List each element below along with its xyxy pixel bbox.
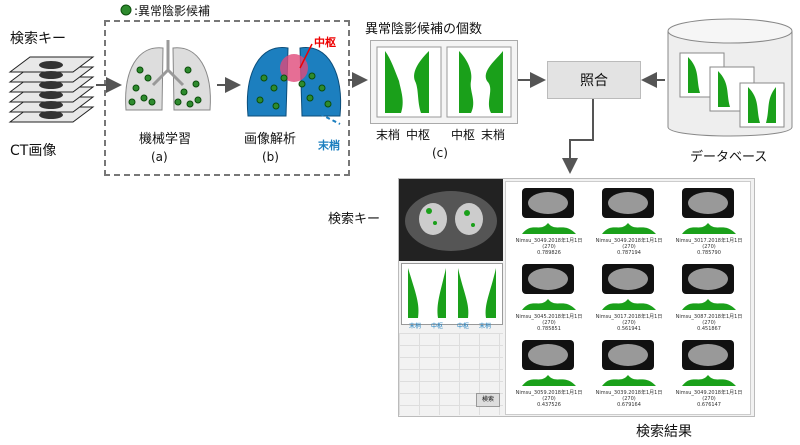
- result-histogram: [682, 223, 736, 234]
- key-histogram: [401, 263, 503, 325]
- result-id: 0.789826: [537, 250, 561, 256]
- result-item[interactable]: Nimsu_3049.2018年1月1日(270)0.789826: [514, 188, 584, 256]
- result-name: Nimsu_3049.2018年1月1日(270): [595, 238, 663, 250]
- step-c-title: 異常陰影候補の個数: [365, 22, 483, 37]
- result-histogram: [602, 375, 656, 386]
- search-button[interactable]: 検索: [476, 393, 500, 407]
- result-caption: Nimsu_3039.2018年1月1日(270)0.679164: [594, 389, 664, 408]
- result-histogram: [682, 299, 736, 310]
- result-caption: Nimsu_3045.2018年1月1日(270)0.785851: [514, 313, 584, 332]
- result-id: 0.676147: [697, 402, 721, 408]
- key-axis-2: 中枢: [431, 323, 444, 330]
- result-id: 0.437526: [537, 402, 561, 408]
- result-caption: Nimsu_3049.2018年1月1日(270)0.789826: [514, 237, 584, 256]
- result-histogram: [602, 223, 656, 234]
- result-caption: Nimsu_3059.2018年1月1日(270)0.437526: [514, 389, 584, 408]
- result-id: 0.679164: [617, 402, 641, 408]
- lungs-analysis-illustration: [246, 43, 342, 125]
- result-item[interactable]: Nimsu_3087.2018年1月1日(270)0.451867: [674, 264, 744, 332]
- result-item[interactable]: Nimsu_3017.2018年1月1日(270)0.785790: [674, 188, 744, 256]
- match-box: 照合: [547, 61, 641, 99]
- result-name: Nimsu_3045.2018年1月1日(270): [515, 314, 583, 326]
- histogram-chart: [376, 46, 512, 118]
- result-name: Nimsu_3039.2018年1月1日(270): [595, 390, 663, 402]
- database-label: データベース: [690, 150, 768, 165]
- axis-label-2: 中枢: [406, 128, 431, 142]
- result-caption: Nimsu_3049.2018年1月1日(270)0.787194: [594, 237, 664, 256]
- result-histogram: [602, 299, 656, 310]
- result-id: 0.787194: [617, 250, 641, 256]
- result-caption: Nimsu_3017.2018年1月1日(270)0.561941: [594, 313, 664, 332]
- result-id: 0.451867: [697, 326, 721, 332]
- periphery-label: 末梢: [318, 139, 340, 152]
- result-ct-image: [522, 188, 574, 218]
- result-item[interactable]: Nimsu_3039.2018年1月1日(270)0.679164: [594, 340, 664, 408]
- axis-label-3: 中枢: [451, 128, 476, 142]
- step-c-tag: (c): [432, 146, 448, 160]
- results-search-key-label: 検索キー: [328, 212, 381, 227]
- result-id: 0.785851: [537, 326, 561, 332]
- result-name: Nimsu_3059.2018年1月1日(270): [515, 390, 583, 402]
- ct-search-key-label: 検索キー: [10, 31, 66, 47]
- key-axis-1: 末梢: [409, 323, 422, 330]
- result-item[interactable]: Nimsu_3017.2018年1月1日(270)0.561941: [594, 264, 664, 332]
- result-caption: Nimsu_3049.2018年1月1日(270)0.676147: [674, 389, 744, 408]
- result-ct-image: [682, 188, 734, 218]
- key-axis-3: 中枢: [457, 323, 470, 330]
- result-caption: Nimsu_3017.2018年1月1日(270)0.785790: [674, 237, 744, 256]
- key-ct-view: [399, 179, 503, 261]
- result-ct-image: [602, 188, 654, 218]
- result-ct-image: [682, 340, 734, 370]
- process-box: [104, 20, 350, 176]
- key-ct-image: [399, 179, 503, 261]
- result-ct-image: [682, 264, 734, 294]
- step-b-tag: (b): [262, 150, 279, 164]
- result-id: 0.561941: [617, 326, 641, 332]
- result-name: Nimsu_3017.2018年1月1日(270): [595, 314, 663, 326]
- step-a-tag: (a): [151, 150, 168, 164]
- result-histogram: [522, 223, 576, 234]
- histogram-panel: [370, 40, 518, 124]
- result-item[interactable]: Nimsu_3045.2018年1月1日(270)0.785851: [514, 264, 584, 332]
- result-item[interactable]: Nimsu_3049.2018年1月1日(270)0.787194: [594, 188, 664, 256]
- step-b-label: 画像解析: [244, 132, 297, 147]
- result-name: Nimsu_3087.2018年1月1日(270): [675, 314, 743, 326]
- axis-label-1: 末梢: [376, 128, 401, 142]
- result-ct-image: [522, 264, 574, 294]
- ct-label: CT画像: [10, 143, 57, 159]
- result-ct-image: [602, 340, 654, 370]
- result-histogram: [682, 375, 736, 386]
- result-histogram: [522, 375, 576, 386]
- result-caption: Nimsu_3087.2018年1月1日(270)0.451867: [674, 313, 744, 332]
- lungs-ml-illustration: [125, 40, 211, 111]
- axis-label-4: 末梢: [481, 128, 506, 142]
- database-icon: [667, 18, 793, 137]
- result-name: Nimsu_3049.2018年1月1日(270): [675, 390, 743, 402]
- legend-candidate-icon: [120, 4, 132, 16]
- result-histogram: [522, 299, 576, 310]
- step-a-label: 機械学習: [139, 132, 192, 147]
- center-label: 中枢: [314, 36, 336, 49]
- key-axis-4: 末梢: [479, 323, 492, 330]
- result-name: Nimsu_3017.2018年1月1日(270): [675, 238, 743, 250]
- legend-text: :異常陰影候補: [134, 4, 211, 18]
- result-name: Nimsu_3049.2018年1月1日(270): [515, 238, 583, 250]
- result-ct-image: [522, 340, 574, 370]
- ct-stack-icon: [8, 56, 95, 123]
- result-item[interactable]: Nimsu_3059.2018年1月1日(270)0.437526: [514, 340, 584, 408]
- result-item[interactable]: Nimsu_3049.2018年1月1日(270)0.676147: [674, 340, 744, 408]
- result-id: 0.785790: [697, 250, 721, 256]
- results-label: 検索結果: [636, 424, 692, 440]
- result-ct-image: [602, 264, 654, 294]
- match-label: 照合: [580, 73, 608, 89]
